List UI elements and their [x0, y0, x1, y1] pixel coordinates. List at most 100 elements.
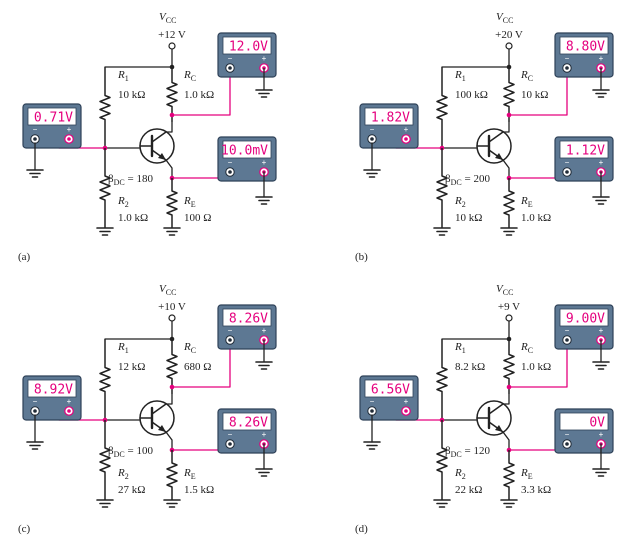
vcc-value: +10 V — [158, 301, 186, 313]
collector-voltmeter: 9.00V−+ — [554, 304, 614, 350]
vcc-label: VCC — [496, 283, 513, 297]
base-voltmeter: 6.56V−+ — [359, 375, 419, 421]
re-value: 3.3 kΩ — [521, 484, 551, 496]
re-label-sub: E — [528, 200, 533, 209]
re-label-main: R — [520, 195, 528, 207]
vcc-label-sub: CC — [166, 16, 177, 25]
npn-transistor — [139, 128, 175, 164]
re-ground-icon — [163, 227, 181, 236]
r1-label-main: R — [454, 341, 462, 353]
meter-plus-sign: + — [262, 158, 267, 167]
collector-probe-wire — [172, 347, 231, 388]
beta-value: 180 — [136, 173, 153, 185]
beta-equals: = — [125, 445, 137, 457]
r2-ground-icon — [433, 227, 451, 236]
meter-probe-terminal-core — [404, 137, 408, 141]
emitter-wire — [165, 159, 173, 178]
beta-subscript: DC — [114, 178, 125, 187]
vcc-label-main: V — [496, 11, 504, 23]
r1-label-main: R — [117, 69, 125, 81]
meter-minus-sign: − — [228, 54, 233, 63]
rc-resistor — [166, 67, 178, 122]
transistor-collector-lead — [151, 403, 167, 415]
vcc-value: +9 V — [498, 301, 520, 313]
r2-label-main: R — [454, 467, 462, 479]
meter-plus-sign: + — [262, 430, 267, 439]
re-label-sub: E — [191, 200, 196, 209]
meter-display — [559, 412, 609, 431]
r2-label: R2 — [117, 467, 129, 481]
meter-com-terminal-core — [228, 170, 232, 174]
base-voltmeter: 8.92V−+ — [22, 375, 82, 421]
meter-probe-terminal-core — [67, 409, 71, 413]
transistor-emitter-arrow — [158, 153, 166, 160]
r2-label: R2 — [454, 467, 466, 481]
meter-reading: 1.82V — [371, 111, 410, 126]
r2-ground-icon — [96, 499, 114, 508]
re-label: RE — [520, 195, 533, 209]
vcc-label-sub: CC — [503, 16, 514, 25]
meter-plus-sign: + — [404, 397, 409, 406]
r2-resistor — [99, 148, 111, 228]
meter-probe-terminal-core — [67, 137, 71, 141]
rc-label: RC — [183, 341, 196, 355]
npn-transistor — [139, 400, 175, 436]
meter-minus-sign: − — [33, 397, 38, 406]
vcc-label: VCC — [159, 11, 176, 25]
beta-symbol: β — [445, 173, 451, 185]
r2-value: 1.0 kΩ — [118, 212, 148, 224]
r1-label: R1 — [117, 69, 129, 83]
meter-plus-sign: + — [262, 54, 267, 63]
meter-minus-sign: − — [565, 158, 570, 167]
re-label-sub: E — [528, 472, 533, 481]
emitter-meter-ground-icon — [255, 468, 273, 477]
collector-wire — [166, 122, 173, 133]
meter-display — [364, 379, 414, 398]
emitter-voltmeter: 8.26V−+ — [217, 408, 277, 454]
meter-com-terminal-core — [565, 442, 569, 446]
re-value: 1.5 kΩ — [184, 484, 214, 496]
collector-probe-wire — [172, 75, 231, 116]
r1-label-sub: 1 — [125, 346, 129, 355]
r1-label-main: R — [454, 69, 462, 81]
base-meter-ground-icon — [26, 441, 44, 450]
re-resistor — [503, 450, 515, 500]
meter-display — [27, 379, 77, 398]
meter-reading: 8.80V — [566, 40, 605, 55]
meter-minus-sign: − — [565, 54, 570, 63]
vcc-label-main: V — [159, 283, 167, 295]
r1-value: 100 kΩ — [455, 89, 488, 101]
r2-label-main: R — [117, 195, 125, 207]
collector-wire — [503, 394, 510, 405]
emitter-meter-ground-icon — [592, 468, 610, 477]
meter-reading: 0V — [589, 416, 605, 431]
re-label: RE — [183, 467, 196, 481]
beta-subscript: DC — [451, 450, 462, 459]
meter-reading: 0.71V — [34, 111, 73, 126]
transistor-emitter-arrow — [495, 425, 503, 432]
beta-dc-label: βDC = 100 — [108, 445, 153, 459]
vcc-terminal — [168, 314, 176, 322]
beta-symbol: β — [108, 173, 114, 185]
r1-value: 10 kΩ — [118, 89, 145, 101]
re-value: 1.0 kΩ — [521, 212, 551, 224]
rc-label-sub: C — [191, 346, 196, 355]
transistor-collector-lead — [488, 131, 504, 143]
vcc-label: VCC — [496, 11, 513, 25]
collector-voltmeter: 8.80V−+ — [554, 32, 614, 78]
meter-display — [222, 36, 272, 55]
collector-meter-ground-icon — [592, 361, 610, 370]
rc-value: 1.0 kΩ — [184, 89, 214, 101]
r2-value: 10 kΩ — [455, 212, 482, 224]
vcc-terminal — [505, 314, 513, 322]
meter-display — [222, 140, 272, 159]
r1-value: 12 kΩ — [118, 361, 145, 373]
base-meter-ground-icon — [363, 441, 381, 450]
transistor-collector-lead — [488, 403, 504, 415]
meter-plus-sign: + — [262, 326, 267, 335]
r2-ground-icon — [96, 227, 114, 236]
beta-value: 200 — [473, 173, 490, 185]
rc-value: 10 kΩ — [521, 89, 548, 101]
